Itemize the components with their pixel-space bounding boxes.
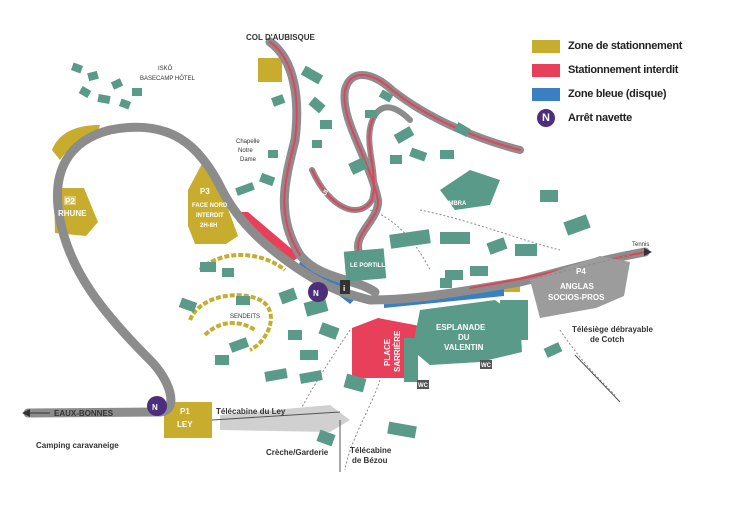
label-chapelle-2: Notre (238, 148, 253, 154)
shuttle-stop-1[interactable]: N (308, 282, 328, 302)
label-creche: Crèche/Garderie (266, 448, 329, 457)
gondola (211, 354, 621, 472)
legend-shuttle-label: Arrêt navette (568, 112, 632, 124)
legend-blue: Zone bleue (disque) (532, 82, 742, 106)
tennis-dashed (519, 254, 631, 283)
legend-shuttle: N Arrêt navette (532, 106, 742, 130)
label-eaux-bonnes: EAUX-BONNES (54, 409, 114, 418)
p3-name3: 2H-8H (200, 223, 217, 229)
p2-code: P2 (65, 197, 75, 206)
forbidden-place-sarriere[interactable] (352, 318, 420, 378)
legend-forbidden-swatch (532, 63, 560, 77)
label-esplanade-3: VALENTIN (444, 343, 484, 352)
main-road (23, 122, 650, 418)
gondola-station-area (220, 405, 350, 432)
arrows (22, 248, 652, 417)
legend-parking-label: Zone de stationnement (568, 40, 683, 52)
label-col: COL D'AUBISQUE (246, 33, 316, 42)
buildings (70, 62, 591, 447)
p1-code: P1 (180, 407, 190, 416)
wc-markers: WC WC (417, 360, 492, 389)
legend: Zone de stationnement Stationnement inte… (532, 34, 742, 130)
p1-name: LEY (177, 420, 193, 429)
svg-text:N: N (313, 289, 319, 298)
label-telesiege-2: de Cotch (590, 335, 624, 344)
p4-name1: ANGLAS (560, 282, 594, 291)
legend-parking-swatch (532, 39, 560, 53)
parking-col[interactable] (258, 58, 282, 82)
label-belambra: BELAMBRA (432, 201, 467, 207)
shuttle-stop-2[interactable]: N (147, 396, 167, 416)
road-stripes (269, 41, 646, 289)
label-esplanade-2: DU (458, 333, 470, 342)
legend-forbidden-label: Stationnement interdit (568, 64, 679, 76)
label-telebez-1: Télécabine (350, 446, 392, 455)
place-labels: COL D'AUBISQUE ISKÔ BASECAMP HÔTEL Chape… (36, 33, 653, 465)
svg-text:N: N (152, 403, 158, 412)
legend-blue-label: Zone bleue (disque) (568, 88, 667, 100)
p3-code: P3 (200, 187, 210, 196)
parking-p3-facenord[interactable] (188, 160, 238, 244)
legend-blue-swatch (532, 87, 560, 101)
arrow-tennis (644, 248, 652, 256)
label-telecabine-ley: Télécabine du Ley (216, 407, 286, 416)
wc-label-1: WC (418, 383, 429, 389)
p2-name: RHUNE (58, 209, 87, 218)
p4-name2: SOCIOS-PROS (548, 293, 605, 302)
wc-label-2: WC (481, 363, 492, 369)
arrow-eaux-bonnes (22, 409, 30, 417)
label-isko-2: BASECAMP HÔTEL (140, 75, 196, 82)
label-chapelle-3: Dame (240, 157, 257, 163)
label-sarriere: SARRIÈRE (393, 330, 402, 372)
label-camping: Camping caravaneige (36, 441, 119, 450)
label-place: PLACE (383, 338, 392, 366)
label-esplanade-1: ESPLANADE (436, 323, 486, 332)
gondola-cable (211, 411, 341, 421)
label-chapelle-1: Chapelle (236, 139, 260, 145)
label-isko-1: ISKÔ (158, 65, 173, 72)
svg-text:i: i (343, 284, 345, 293)
parking-p4-anglas[interactable] (530, 256, 630, 318)
info-point[interactable]: i (340, 280, 350, 294)
label-telesiege-1: Télésiège débrayable (572, 325, 653, 334)
wc-2 (480, 360, 492, 369)
telesiege-cable (574, 354, 621, 403)
label-telebez-2: de Bézou (352, 456, 388, 465)
p3-name1: FACE NORD (192, 203, 228, 209)
shuttle-icon: N (537, 109, 555, 127)
label-portillo: LE PORTILLO (350, 263, 390, 269)
p4-code: P4 (576, 267, 586, 276)
parking-p1-ley[interactable] (164, 402, 212, 438)
label-sendeits: SENDEITS (230, 314, 260, 320)
label-tennis: Tennis (632, 242, 649, 248)
parking-labels: P2 RHUNE P3 FACE NORD INTERDIT 2H-8H P1 … (58, 187, 605, 429)
p3-name2: INTERDIT (196, 213, 224, 219)
legend-forbidden: Stationnement interdit (532, 58, 742, 82)
footpaths (289, 209, 616, 471)
legend-parking: Zone de stationnement (532, 34, 742, 58)
wc-1 (417, 380, 429, 389)
